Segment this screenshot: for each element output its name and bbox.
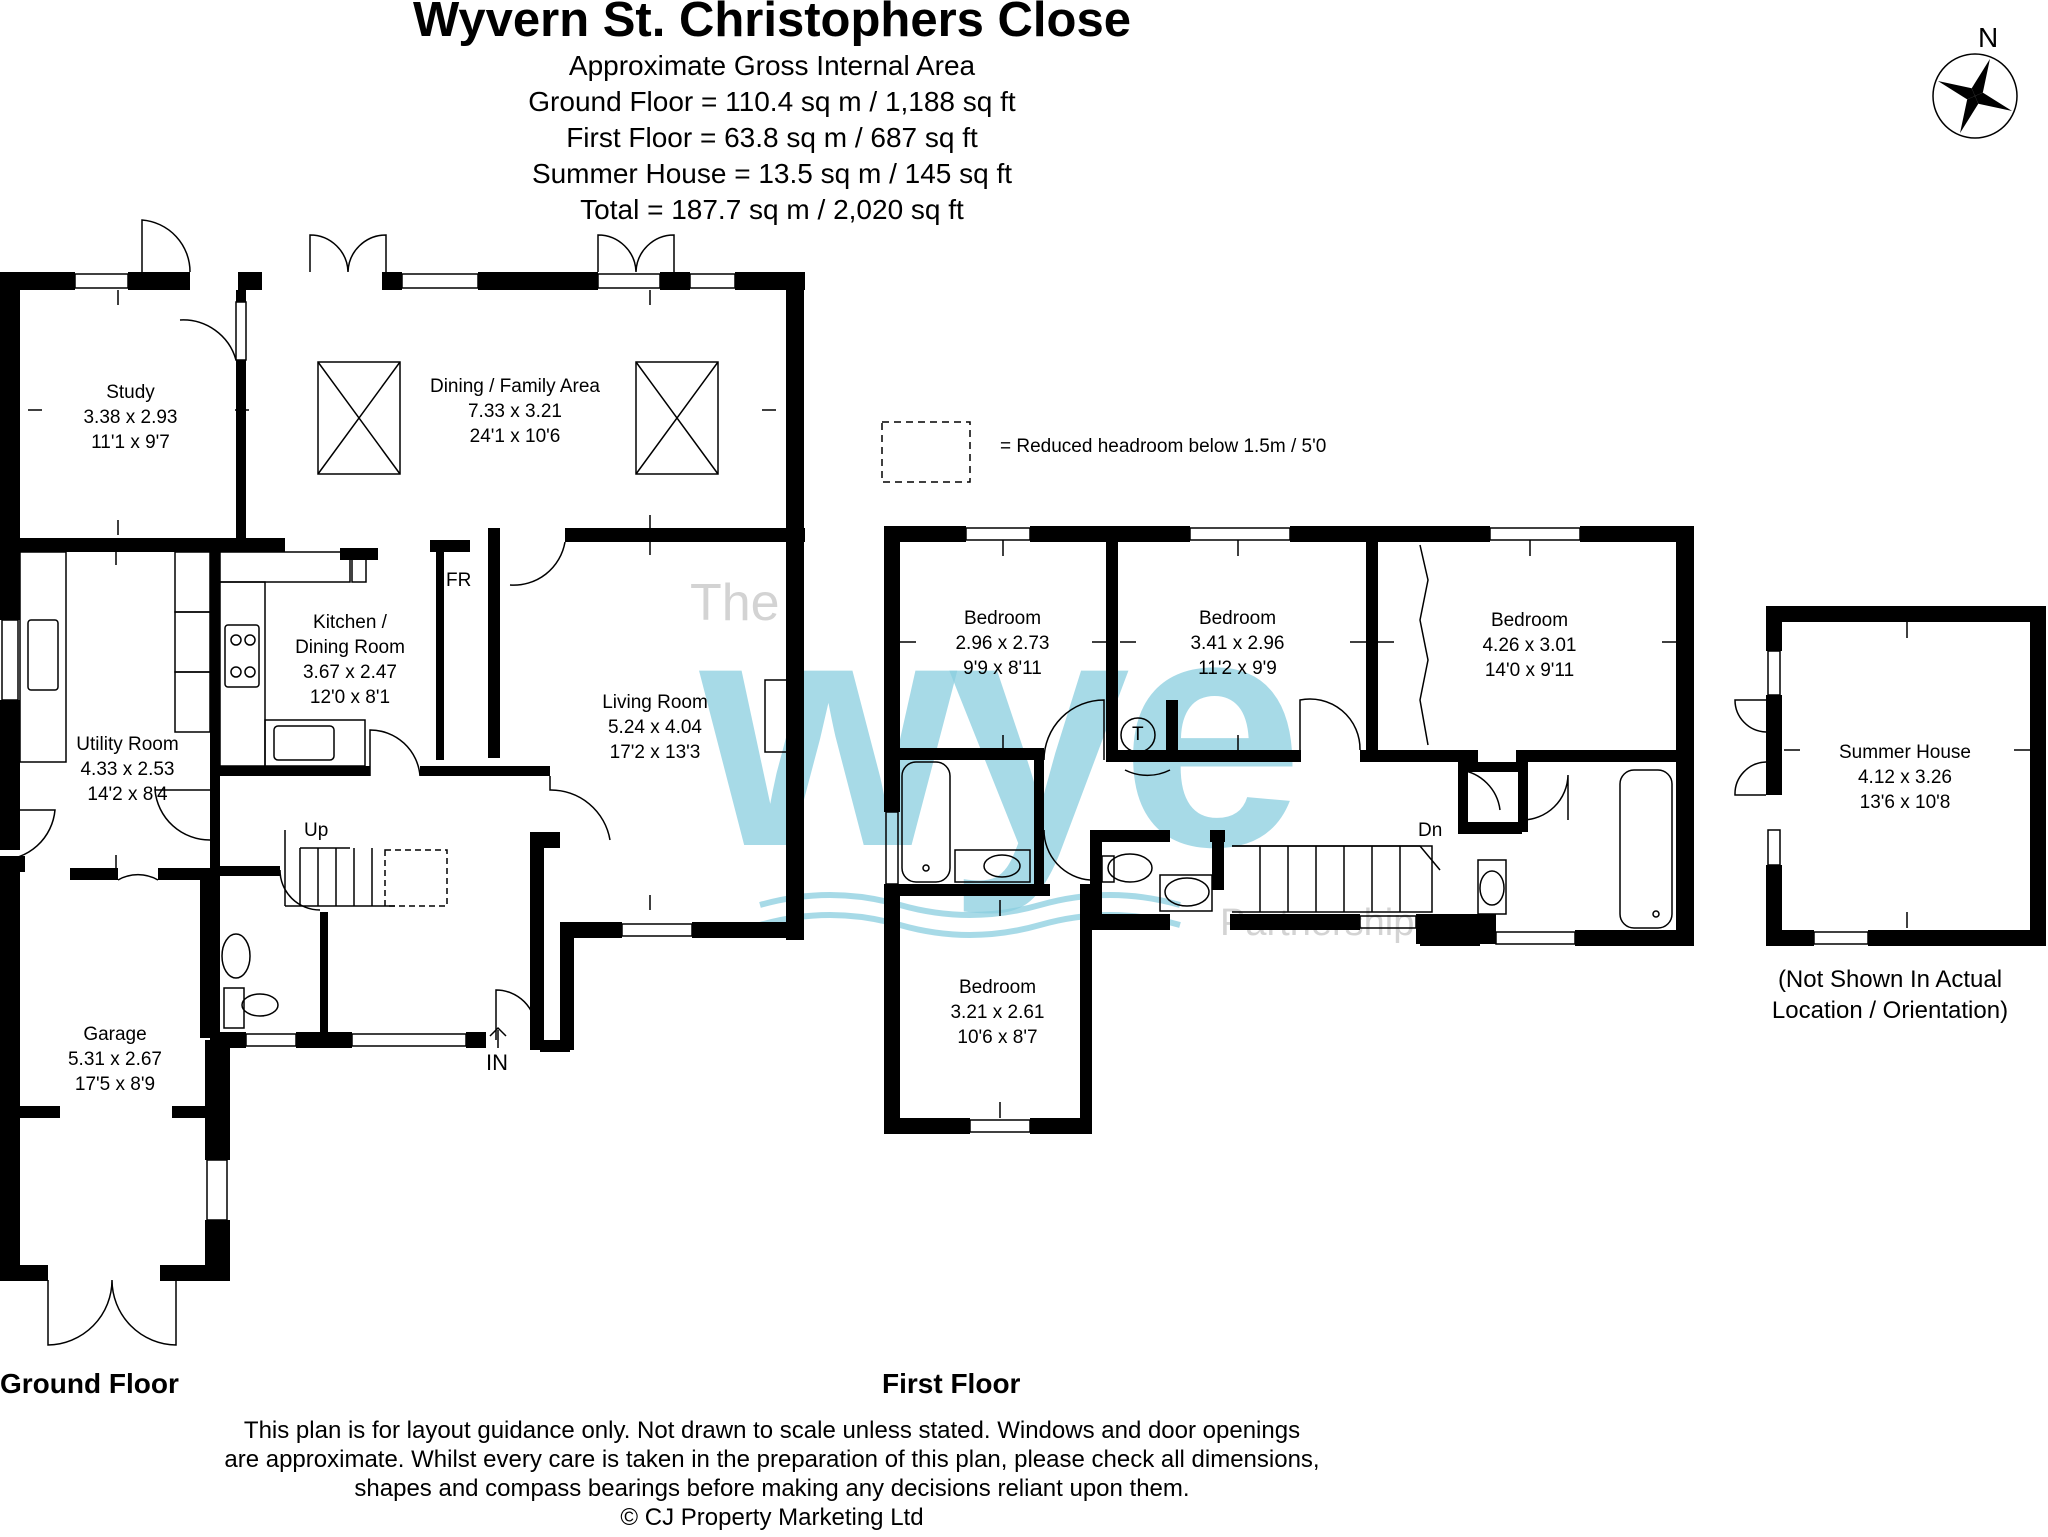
room-name: Summer House [1839,742,1971,763]
watermark-small-text: The [690,574,780,632]
total-area: Total = 187.7 sq m / 2,020 sq ft [580,194,964,225]
room-metric: 3.38 x 2.93 [83,407,178,428]
entrance-label: IN [486,1050,508,1075]
room-metric: 3.21 x 2.61 [950,1002,1045,1023]
first-floor-details [885,527,1676,1133]
room-bedroom-4: Bedroom 3.21 x 2.61 10'6 x 8'7 [930,975,1065,1050]
stairs-down-label: Dn [1418,820,1443,841]
stairs-up-label: Up [304,820,329,841]
room-metric: 3.41 x 2.96 [1190,633,1285,654]
room-imperial: 17'2 x 13'3 [609,742,701,763]
summer-house-note: (Not Shown In Actual Location / Orientat… [1760,964,2020,1026]
room-imperial: 13'6 x 10'8 [1859,792,1951,813]
ground-floor-label: Ground Floor [0,1368,179,1399]
room-dining-family: Dining / Family Area 7.33 x 3.21 24'1 x … [410,374,620,449]
tank-label: T [1132,724,1144,745]
room-living: Living Room 5.24 x 4.04 17'2 x 13'3 [590,690,720,765]
ground-floor-details [0,219,788,1346]
room-name: Utility Room [76,734,179,755]
summer-note-line-1: (Not Shown In Actual [1777,966,2003,993]
disclaimer-line-1: This plan is for layout guidance only. N… [243,1417,1301,1444]
ground-floor-area: Ground Floor = 110.4 sq m / 1,188 sq ft [528,86,1016,117]
room-imperial: 9'9 x 8'11 [963,658,1042,679]
first-floor-area: First Floor = 63.8 sq m / 687 sq ft [566,122,978,153]
room-name: Dining / Family Area [429,376,600,397]
room-utility: Utility Room 4.33 x 2.53 14'2 x 8'4 [60,732,195,807]
disclaimer-line-2: are approximate. Whilst every care is ta… [224,1446,1320,1473]
room-imperial: 24'1 x 10'6 [469,426,561,447]
compass-rose-icon [1932,53,2018,139]
fridge-label: FR [446,570,472,591]
summer-house-details [1734,622,2030,945]
room-bedroom-2: Bedroom 3.41 x 2.96 11'2 x 9'9 [1170,606,1305,681]
room-name: Study [106,382,155,403]
room-imperial: 11'1 x 9'7 [91,432,170,453]
room-imperial: 10'6 x 8'7 [957,1027,1038,1048]
room-study: Study 3.38 x 2.93 11'1 x 9'7 [58,380,203,455]
room-imperial: 14'0 x 9'11 [1484,660,1575,681]
room-name: Bedroom [963,608,1042,629]
room-name-2: Dining Room [295,637,405,658]
room-name: Bedroom [958,977,1037,998]
first-floor-label: First Floor [882,1368,1021,1399]
legend-text: = Reduced headroom below 1.5m / 5'0 [1000,436,1327,457]
room-name: Bedroom [1490,610,1569,631]
first-floor-walls [884,526,1694,1134]
room-imperial: 17'5 x 8'9 [74,1074,156,1095]
summer-house-area: Summer House = 13.5 sq m / 145 sq ft [531,158,1013,189]
room-bedroom-1: Bedroom 2.96 x 2.73 9'9 x 8'11 [935,606,1070,681]
room-imperial: 14'2 x 8'4 [87,784,168,805]
room-kitchen: Kitchen / Dining Room 3.67 x 2.47 12'0 x… [280,610,420,710]
reduced-headroom-legend-box [881,421,971,483]
room-summer-house: Summer House 4.12 x 3.26 13'6 x 10'8 [1830,740,1980,815]
room-name: Bedroom [1198,608,1277,629]
copyright-line: © CJ Property Marketing Ltd [620,1504,924,1531]
room-metric: 2.96 x 2.73 [955,633,1050,654]
plan-title: Wyvern St. Christophers Close [413,0,1131,47]
room-name: Garage [83,1024,147,1045]
room-imperial: 11'2 x 9'9 [1198,658,1277,679]
disclaimer-line-3: shapes and compass bearings before makin… [354,1475,1190,1502]
room-metric: 4.12 x 3.26 [1857,767,1953,788]
room-metric: 7.33 x 3.21 [467,401,563,422]
room-bedroom-3: Bedroom 4.26 x 3.01 14'0 x 9'11 [1462,608,1597,683]
room-imperial: 12'0 x 8'1 [309,687,391,708]
room-garage: Garage 5.31 x 2.67 17'5 x 8'9 [50,1022,180,1097]
entrance-arrow-icon [489,1026,507,1048]
room-metric: 4.26 x 3.01 [1482,635,1577,656]
area-heading: Approximate Gross Internal Area [568,50,976,81]
room-name: Living Room [602,692,708,713]
watermark-big-text: wye [695,546,1296,917]
ground-floor-walls [0,272,805,1281]
room-name: Kitchen / [313,612,387,633]
room-metric: 4.33 x 2.53 [80,759,175,780]
compass-north-label: N [1978,22,1999,53]
room-metric: 5.24 x 4.04 [607,717,703,738]
summer-house-walls [1766,606,2046,946]
summer-note-line-2: Location / Orientation) [1771,997,2009,1024]
room-metric: 5.31 x 2.67 [67,1049,163,1070]
room-metric: 3.67 x 2.47 [302,662,398,683]
